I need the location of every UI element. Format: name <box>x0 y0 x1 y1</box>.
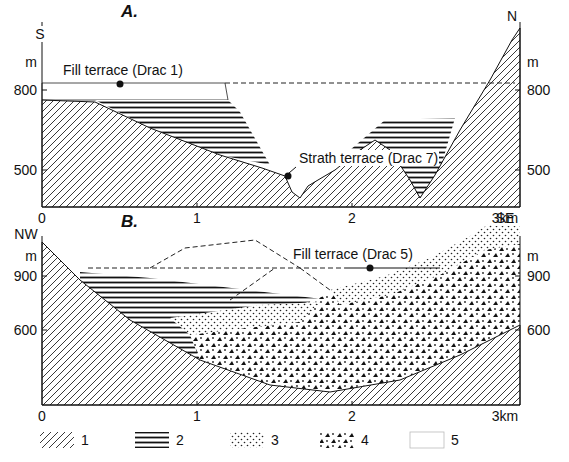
gravel-swatch <box>230 432 264 448</box>
annotation: 2 <box>347 408 357 424</box>
fill-swatch <box>410 432 444 448</box>
section-b <box>42 222 520 405</box>
axes <box>42 236 520 405</box>
annotation: Fill terrace (Drac 1) <box>62 62 184 78</box>
legend-text: 2 <box>175 432 185 448</box>
annotation: 1 <box>192 210 202 226</box>
terrace-projection <box>225 83 515 84</box>
legend-text: 4 <box>360 432 370 448</box>
annotation: 600 <box>526 322 551 338</box>
axes <box>42 22 520 207</box>
panel-label: B. <box>120 212 139 231</box>
breccia-swatch <box>320 432 354 448</box>
annotation: 3km <box>491 408 519 424</box>
bedrock-swatch <box>40 432 74 448</box>
annotation: m <box>24 54 38 70</box>
bedrock <box>42 28 520 207</box>
annotation: SE <box>495 210 516 226</box>
annotation: Strath terrace (Drac 7) <box>298 150 439 166</box>
laminated-swatch <box>135 432 169 448</box>
annotation: S <box>34 26 45 42</box>
gravel <box>170 302 320 335</box>
terrace-surface <box>345 267 440 268</box>
legend-text: 1 <box>80 432 90 448</box>
annotation: m <box>24 248 38 264</box>
annotation: 900 <box>13 268 38 284</box>
annotation: N <box>506 8 518 24</box>
annotation: 800 <box>13 82 38 98</box>
annotation: m <box>526 54 540 70</box>
terrace-dot <box>117 81 124 88</box>
annotation: 500 <box>13 162 38 178</box>
bedrock <box>42 242 520 405</box>
legend-text: 3 <box>270 432 280 448</box>
annotation: 2 <box>347 210 357 226</box>
annotation: 600 <box>13 322 38 338</box>
annotation: 1 <box>192 408 202 424</box>
leader-line <box>289 167 296 173</box>
annotation: NW <box>13 226 38 242</box>
legend-text: 5 <box>450 432 460 448</box>
section-a <box>42 22 520 207</box>
fill-deposit <box>42 83 228 100</box>
gravel <box>330 222 520 305</box>
annotation: 0 <box>37 210 47 226</box>
annotation: 0 <box>37 408 47 424</box>
terrace-dot <box>367 265 374 272</box>
terrace-dot <box>285 173 292 180</box>
annotation: 500 <box>526 162 551 178</box>
annotation: 800 <box>526 82 551 98</box>
annotation: m <box>526 248 540 264</box>
annotation: Fill terrace (Drac 5) <box>292 246 414 262</box>
legend-swatches <box>40 432 444 448</box>
annotation: 900 <box>526 268 551 284</box>
panel-label: A. <box>120 2 139 21</box>
